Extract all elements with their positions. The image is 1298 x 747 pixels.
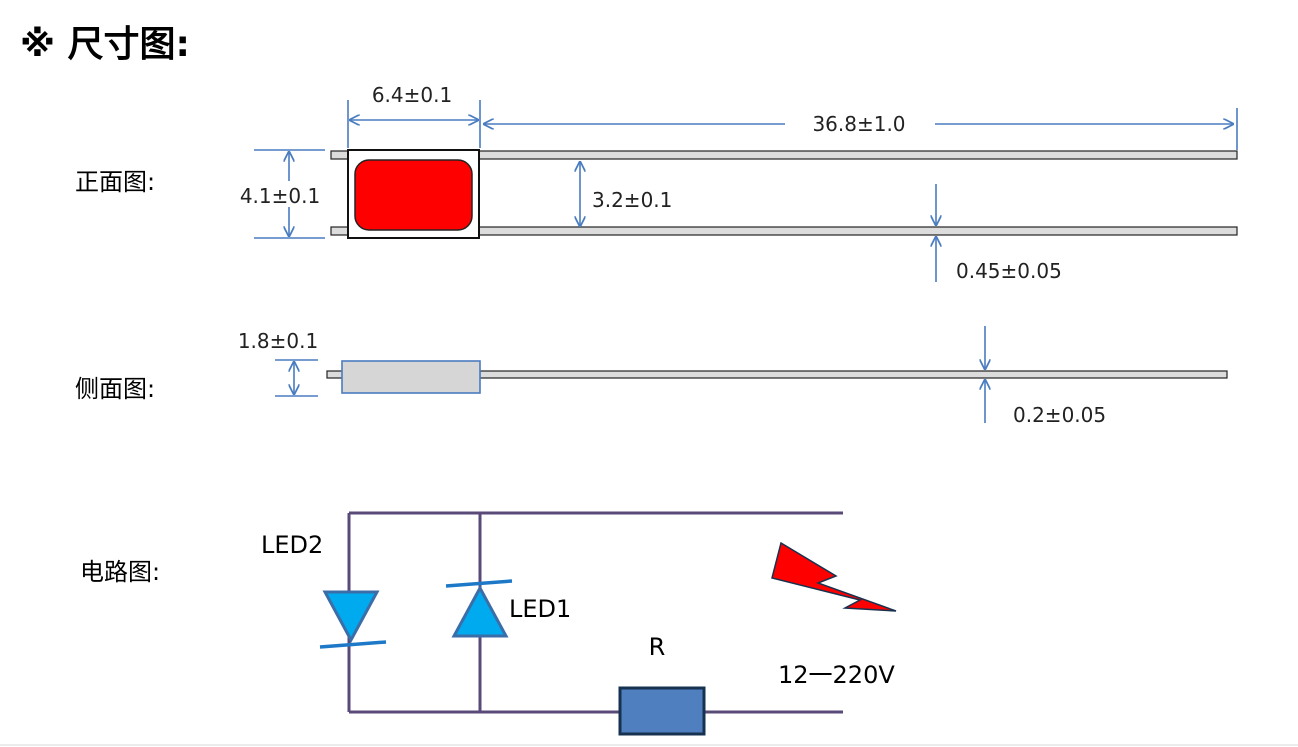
lead-top [478,150,1238,160]
dim-chip-thickness: 1.8±0.1 [238,329,318,353]
dim-lead-spacing: 3.2±0.1 [592,188,672,212]
dim-lead-thickness: 0.2±0.05 [1013,403,1106,427]
dim-chip-width: 6.4±0.1 [372,83,452,107]
lead-bottom [478,226,1238,236]
led1-label: LED1 [509,595,571,623]
resistor-label: R [649,633,666,661]
circuit-view-label: 电路图: [80,558,160,586]
dim-chip-height: 4.1±0.1 [240,184,320,208]
led1-cathode-bar [445,579,513,588]
led2-cathode-bar [319,640,387,649]
side-view: 1.8±0.1 0.2±0.05 [238,326,1228,427]
side-lead [479,370,1228,379]
dim-lead-width: 0.45±0.05 [956,259,1062,283]
led-emitter [354,159,473,231]
circuit-diagram: LED2 LED1 R 12一220V [261,511,897,736]
side-chip-body [341,360,481,394]
resistor [618,686,706,736]
dim-lead-length: 36.8±1.0 [812,112,905,136]
led1-diode [451,584,509,638]
side-lead-stub [326,370,344,379]
page-title: ※ 尺寸图: [20,24,190,65]
front-view-label: 正面图: [75,168,155,196]
front-view: 6.4±0.1 36.8±1.0 4.1±0.1 3.2±0.1 0.45±0.… [240,83,1238,283]
led2-label: LED2 [261,531,323,559]
side-view-label: 侧面图: [75,375,155,403]
voltage-label: 12一220V [778,661,895,689]
lightning-icon [771,541,897,612]
led2-diode [322,590,380,644]
